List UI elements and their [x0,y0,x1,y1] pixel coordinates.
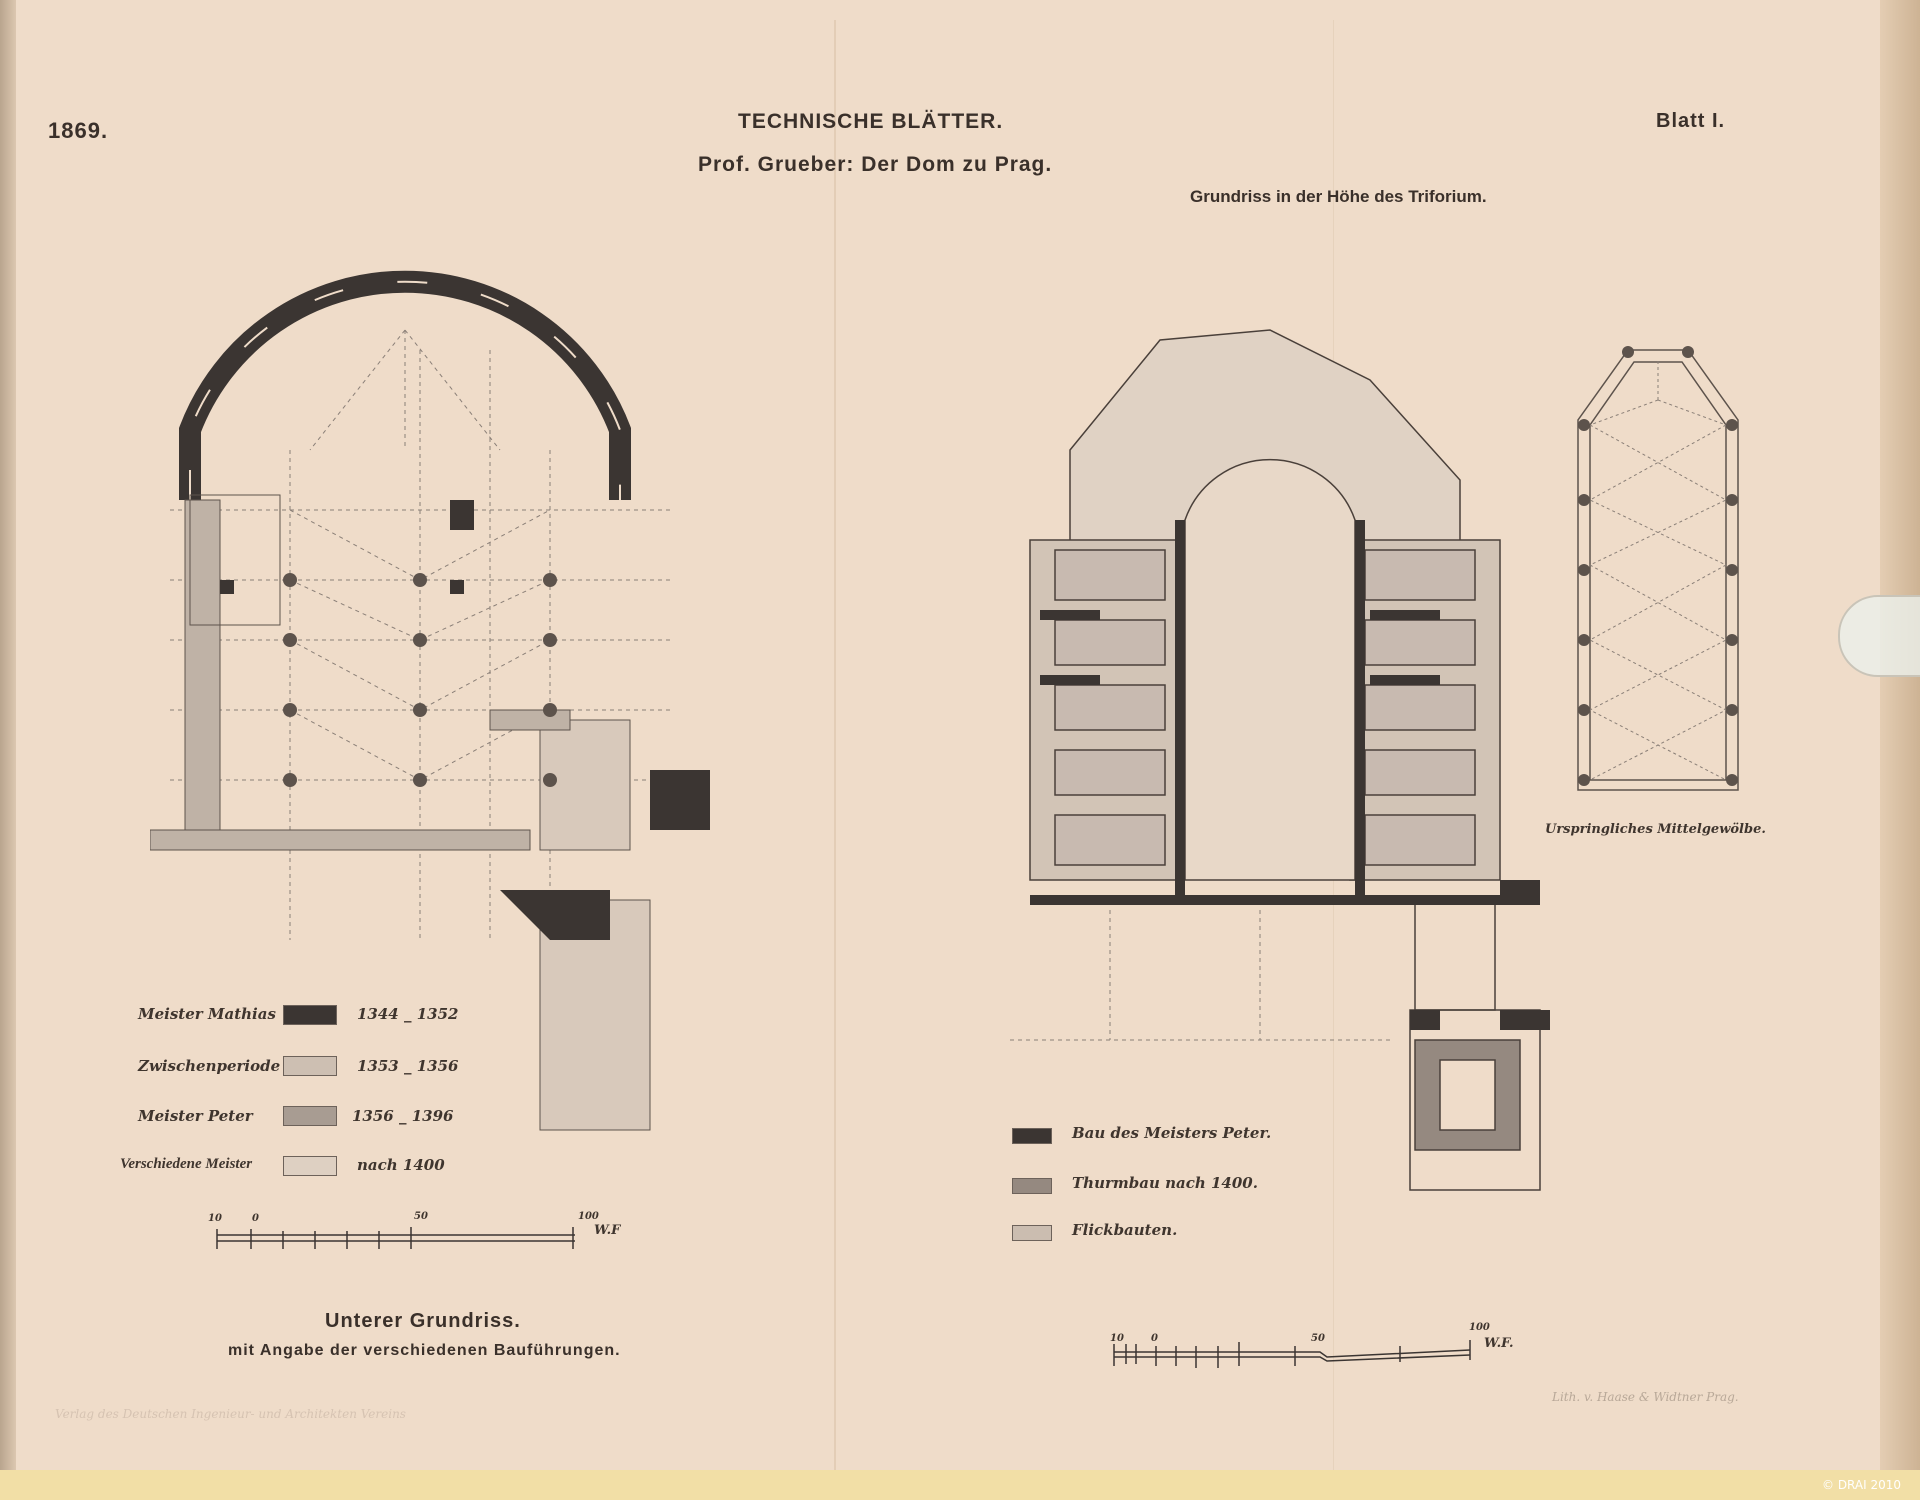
legend-label: Bau des Meisters Peter. [1072,1124,1272,1142]
original-vault-inset [1577,346,1739,791]
legend-swatch [283,1156,337,1176]
copyright: © DRAI 2010 [1822,1478,1902,1492]
left-scale-bar [216,1227,575,1249]
scale-unit: W.F [594,1223,621,1238]
scale-tick-label: 10 [208,1213,222,1224]
lower-floor-plan [150,270,710,1131]
page-edge [1880,0,1920,1470]
scale-tick-label: 0 [252,1213,259,1224]
plate-number: Blatt I. [1656,110,1726,132]
triforium-floor-plan [1010,329,1550,1191]
legend-label: Flickbauten. [1072,1221,1178,1239]
lithographer-imprint: Lith. v. Haase & Widtner Prag. [1552,1390,1739,1404]
legend-swatch [1012,1178,1052,1194]
scale-tick-label: 100 [1469,1322,1490,1333]
paper-clip [1838,595,1920,677]
legend-label: Verschiedene Meister [120,1156,253,1172]
scale-unit: W.F. [1484,1336,1514,1351]
journal-title: TECHNISCHE BLÄTTER. [738,110,1004,133]
left-plan-subtitle: mit Angabe der verschiedenen Bauführunge… [228,1342,621,1359]
right-scale-bar [1113,1340,1471,1368]
year: 1869. [48,118,109,143]
legend-dates: nach 1400 [357,1156,445,1174]
legend-swatch [1012,1128,1052,1144]
scale-tick-label: 0 [1151,1333,1158,1344]
legend-swatch [283,1005,337,1025]
inset-caption: Urspringliches Mittelgewölbe. [1545,822,1766,837]
legend-dates: 1353 _ 1356 [357,1057,459,1075]
page-fold [834,20,836,1470]
legend-label: Meister Peter [138,1107,253,1125]
legend-swatch [283,1056,337,1076]
book-spine [0,0,16,1500]
legend-swatch [1012,1225,1052,1241]
scale-tick-label: 10 [1110,1333,1124,1344]
backing-paper [0,1470,1920,1500]
legend-label: Meister Mathias [138,1005,276,1023]
article-title: Prof. Grueber: Der Dom zu Prag. [698,153,1053,176]
legend-dates: 1356 _ 1396 [352,1107,454,1125]
scale-tick-label: 100 [578,1211,599,1222]
legend-dates: 1344 _ 1352 [357,1005,459,1023]
scale-tick-label: 50 [1311,1333,1325,1344]
left-plan-title: Unterer Grundriss. [325,1310,521,1332]
publisher-imprint: Verlag des Deutschen Ingenieur- und Arch… [55,1407,406,1421]
legend-label: Thurmbau nach 1400. [1072,1174,1258,1192]
legend-swatch [283,1106,337,1126]
legend-label: Zwischenperiode [138,1057,281,1075]
right-plan-title: Grundriss in der Höhe des Triforium. [1190,187,1487,206]
scale-tick-label: 50 [414,1211,428,1222]
